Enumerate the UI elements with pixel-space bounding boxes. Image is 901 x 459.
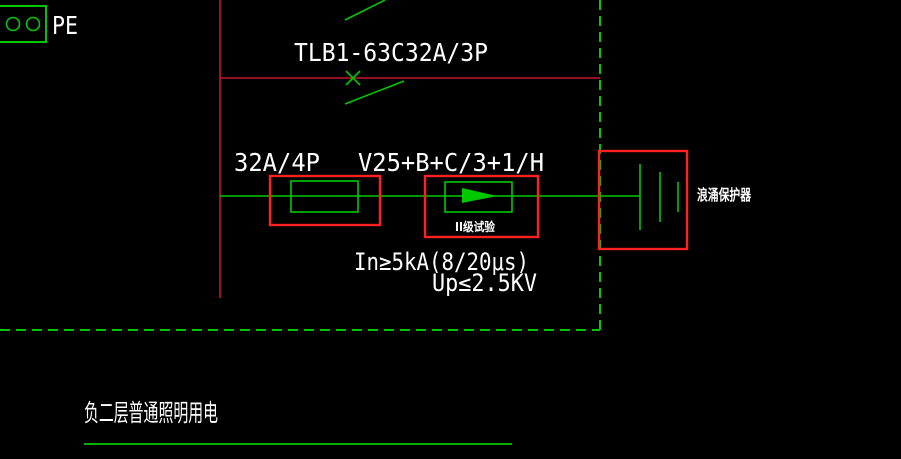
isolator-symbol [290,180,359,213]
pe-terminal-screw-right [25,16,41,32]
isolator-label: 32A/4P [234,148,320,177]
pe-terminal-box [0,5,47,43]
surge-protector-label: 浪涌保护器 [697,186,752,204]
upper-breaker-contact [344,0,386,21]
breaker-label: TLB1-63C32A/3P [294,38,488,67]
spd-up-rating: Up≤2.5KV [432,269,537,297]
spd-highlight-box[interactable] [423,174,540,239]
breaker-cross-mark-b [345,70,361,86]
spd-in-rating: In≥5kA(8/20μs) [354,248,529,276]
spd-module-symbol [444,181,513,213]
isolator-highlight-box[interactable] [268,174,382,227]
pe-terminal-screw-left [5,16,21,32]
spd-test-class-label: II级试验 [455,219,496,234]
cable-label: V25+B+C/3+1/H [358,148,544,177]
breaker-switch-blade [344,80,405,105]
pe-terminal [0,5,47,43]
circuit-title: 负二层普通照明用电 [84,399,218,427]
pe-label: PE [52,11,78,40]
surge-protector-highlight-box[interactable] [597,149,689,251]
spd-arrow-icon [462,188,497,203]
